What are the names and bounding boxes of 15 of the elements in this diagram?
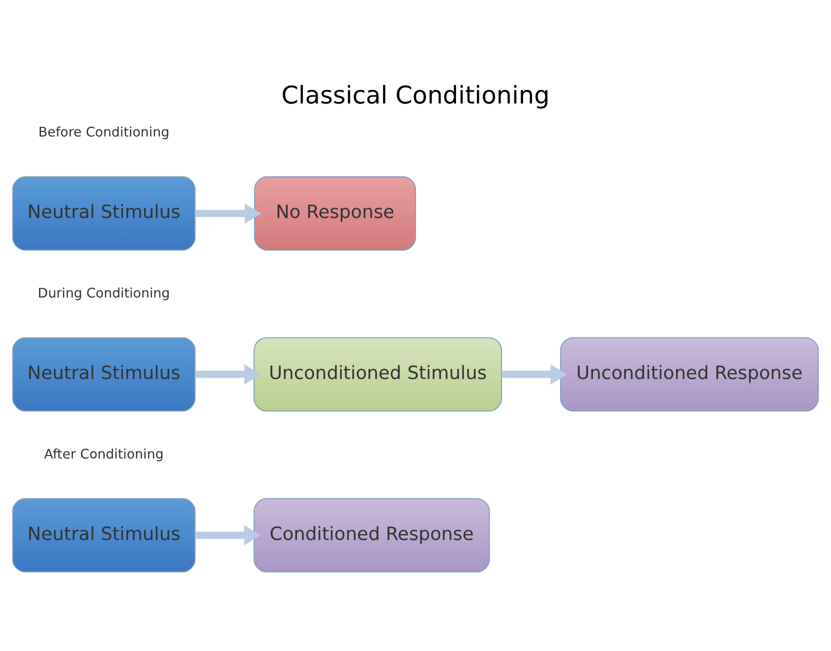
node-box: Conditioned Response xyxy=(254,498,490,572)
node-box: Neutral Stimulus xyxy=(12,498,196,572)
arrow xyxy=(195,524,261,545)
node-box: Neutral Stimulus xyxy=(12,176,196,250)
node-box: No Response xyxy=(254,176,416,250)
node-box: Unconditioned Stimulus xyxy=(254,336,502,412)
label: During Conditioning xyxy=(38,286,170,301)
arrow xyxy=(502,364,568,384)
label: Before Conditioning xyxy=(38,124,170,140)
label: After Conditioning xyxy=(44,446,164,462)
node-box: Neutral Stimulus xyxy=(12,336,196,412)
diagram-title: Classical Conditioning xyxy=(281,80,550,110)
arrow xyxy=(195,364,261,384)
arrow xyxy=(195,202,262,224)
node-box: Unconditioned Response xyxy=(560,336,819,412)
